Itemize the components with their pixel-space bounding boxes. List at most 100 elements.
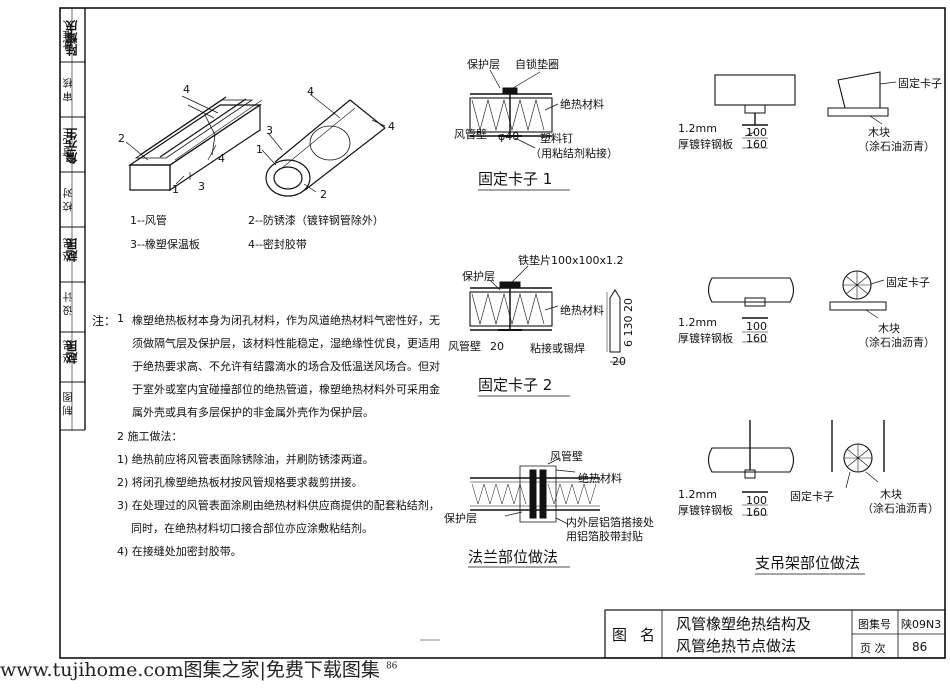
callout-3a: 3 [198,180,205,193]
hanger1-figure [714,71,897,149]
clip2-dim-vertical: 6 130 20 [622,298,635,347]
hanger3-wood-label: 木块 [880,488,902,501]
atlas-no-label: 图集号 [858,618,891,631]
callout-2b: 2 [320,188,327,201]
hanger3-plate-label-2: 厚镀锌钢板 [678,504,733,517]
flange-foil-label-1: 内外层铝箔搭接处 [566,516,654,529]
callout-2a: 2 [118,132,125,145]
side-label-check: 校 对 [64,188,75,212]
note1-line4: 于室外或室内宜碰撞部位的绝热管道，橡塑绝热材料外可采用金 [132,383,440,396]
legend-item-2: 2--防锈漆（镀锌钢管除外） [248,214,384,227]
legend-item-1: 1--风管 [130,214,167,227]
hanger3-dim-100: 100 [746,494,767,507]
clip1-insul-label: 绝热材料 [560,98,604,111]
note1-number: 1 [117,312,124,325]
clip1-figure [469,69,559,149]
hanger2-clip-label: 固定卡子 [886,276,930,289]
flange-foil-label-2: 用铝箔胶带封贴 [566,530,643,543]
drawing-title-line2: 风管绝热节点做法 [676,637,797,655]
callout-4c: 4 [307,85,314,98]
page-no-label: 页 次 [860,642,886,655]
note1-line2: 须做隔气层及保护层，该材料性能稳定，湿绝缘性优良，更适用 [132,337,440,350]
hanger2-dim-160: 160 [746,332,767,345]
step-2: 2) 将闭孔橡塑绝热板材按风管规格要求裁剪拼接。 [117,476,363,489]
side-sig-reviewer: 詹元生 [65,128,79,164]
footer-watermark: www.tujihome.com图集之家|免费下载图集 86 [0,655,397,682]
clip1-nail-label: 塑料钉 [540,132,573,145]
rect-duct-figure [128,96,263,192]
clip2-plate-label: 铁垫片100x100x1.2 [518,254,624,267]
flange-figure [470,457,600,525]
note1-line5: 属外壳或具有多层保护的非金属外壳作为保护层。 [132,406,374,419]
notes-prefix: 注： [92,314,117,328]
hanger2-plate-label-1: 1.2mm [678,316,717,329]
hanger1-plate-label-1: 1.2mm [678,122,717,135]
hanger1-wood-label: 木块 [868,126,890,139]
hanger3-clip-label: 固定卡子 [790,490,834,503]
callout-3b: 3 [266,124,273,137]
flange-title: 法兰部位做法 [468,548,559,566]
callout-1a: 1 [172,183,179,196]
hanger2-tar-label: （涂石油沥青） [858,336,935,349]
side-label-design: 设 计 [64,292,75,316]
flange-duct-wall-label: 风管壁 [550,450,583,463]
hanger-title: 支吊架部位做法 [755,554,861,572]
clip2-protect-label: 保护层 [462,270,495,283]
clip1-protect-label: 保护层 [467,58,500,71]
callout-4d: 4 [388,120,395,133]
clip1-glue-label: （用粘结剂粘接） [530,147,618,160]
legend-item-3: 3--橡塑保温板 [130,238,200,251]
side-label-review: 审 核 [64,78,75,102]
clip1-washer-label: 自锁垫圈 [515,58,559,71]
step-3-line1: 3) 在处理过的风管表面涂刷由绝热材料供应商提供的配套粘结剂， [117,499,440,512]
clip1-title: 固定卡子 1 [478,170,553,188]
hanger1-dim-100: 100 [746,126,767,139]
callout-4a: 4 [183,83,190,96]
clip1-dia-label: φ40 [498,130,520,143]
hanger3-tar-label: （涂石油沥青） [862,502,939,515]
side-sig-designer: 赵民 [65,340,79,364]
hanger2-plate-label-2: 厚镀锌钢板 [678,332,733,345]
step-4: 4) 在接缝处加密封胶带。 [117,545,242,558]
clip2-title: 固定卡子 2 [478,376,553,394]
clip2-dim-20b: 20 [612,355,626,368]
step-1: 1) 绝热前应将风管表面除锈除油，并刷防锈漆两道。 [117,453,374,466]
hanger1-clip-label: 固定卡子 [898,77,942,90]
round-duct-figure [265,99,386,197]
clip2-glue-label: 粘接或锡焊 [530,342,585,355]
hanger1-tar-label: （涂石油沥青） [858,140,935,153]
page-no-value: 86 [912,640,928,654]
hanger1-plate-label-2: 厚镀锌钢板 [678,138,733,151]
title-block-ming: 名 [640,626,656,644]
note1-line3: 于绝热要求高、不允许有结露滴水的场合及低温送风场合。但对 [132,360,440,373]
step-3-line2: 同时，在绝热材料切口接合部位亦应涂敷粘结剂。 [131,522,373,535]
hanger2-dim-100: 100 [746,320,767,333]
flange-protect-label: 保护层 [444,512,477,525]
hanger3-figure [707,420,885,516]
clip2-insul-label: 绝热材料 [560,304,604,317]
hanger3-plate-label-1: 1.2mm [678,488,717,501]
clip2-figure [469,265,625,363]
hanger3-dim-160: 160 [746,506,767,519]
flange-insul-label: 绝热材料 [578,472,622,485]
footer-text: www.tujihome.com图集之家|免费下载图集 [0,659,380,681]
hanger1-dim-160: 160 [746,138,767,151]
note1-line1: 橡塑绝热板材本身为闭孔材料，作为风道绝热材料气密性好，无 [132,314,440,327]
clip1-duct-wall-label: 风管壁 [454,128,487,141]
side-label-draw: 制 图 [64,392,75,416]
legend-item-4: 4--密封胶带 [248,238,307,251]
hanger2-figure [707,270,887,343]
clip2-duct-wall-label: 风管壁 [448,340,481,353]
drawing-title-line1: 风管橡塑绝热结构及 [676,615,812,633]
hanger2-wood-label: 木块 [878,322,900,335]
title-block-tu: 图 [612,626,628,644]
atlas-no-value: 陕09N3 [901,618,942,631]
footer-page-number: 86 [385,661,398,672]
clip2-dim-20: 20 [490,340,504,353]
note2-title: 2 施工做法： [117,430,183,443]
side-sig-checker: 赵民 [65,238,79,262]
callout-4b: 4 [218,152,225,165]
callout-1b: 1 [256,143,263,156]
